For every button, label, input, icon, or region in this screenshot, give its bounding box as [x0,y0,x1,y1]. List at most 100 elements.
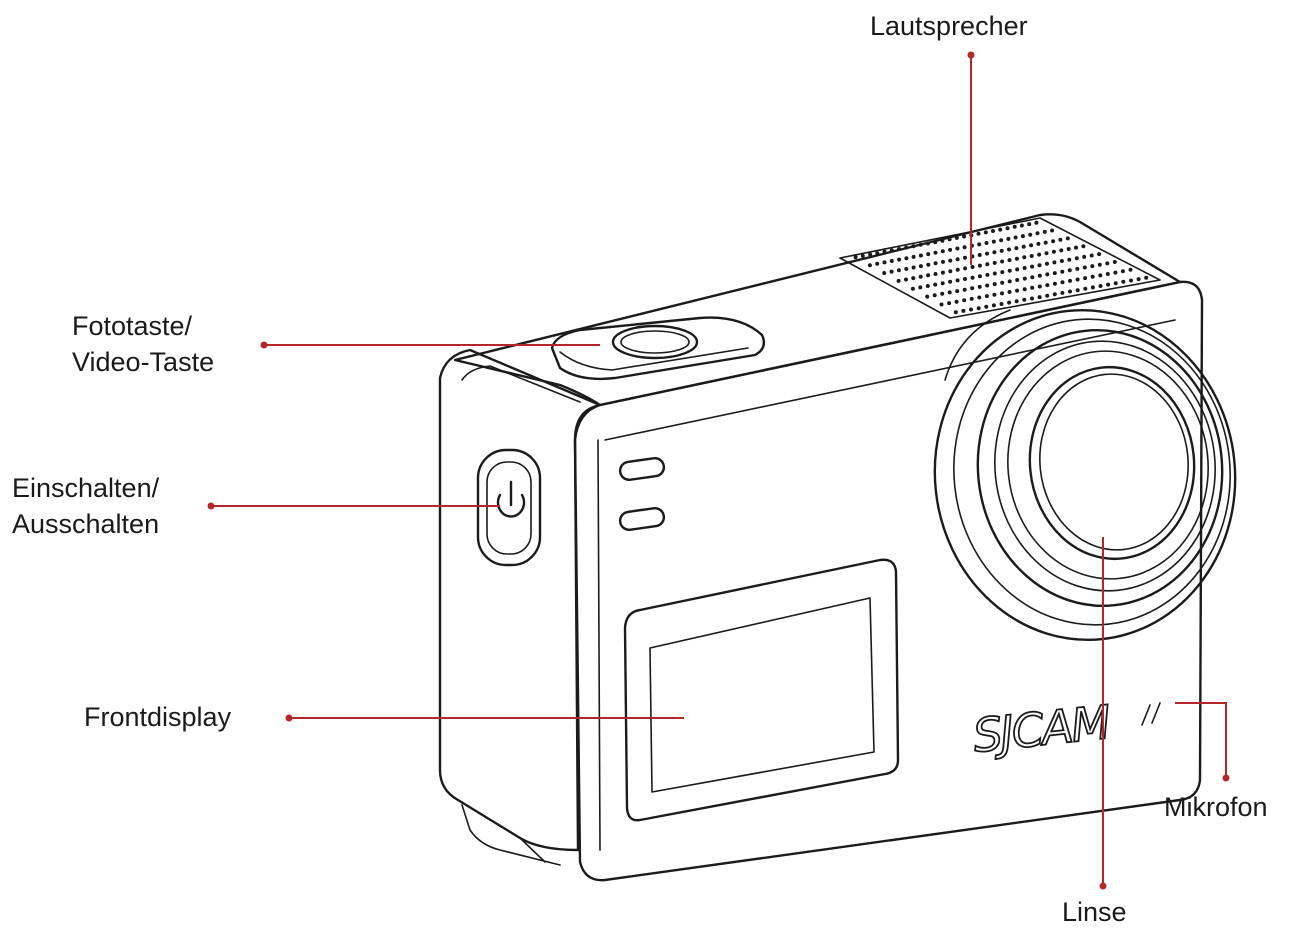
speaker-hole [940,281,945,286]
label-power-line1: Einschalten/ [12,473,160,503]
speaker-hole [933,240,938,245]
speaker-hole [954,235,959,240]
leader-shutter-dot [260,341,268,349]
speaker-hole [1074,256,1079,261]
speaker-hole [939,302,944,307]
speaker-hole [991,229,995,233]
speaker-hole [940,270,945,275]
speaker-hole [1090,285,1095,290]
speaker-hole [1027,222,1032,227]
speaker-hole [992,250,997,255]
speaker-hole [962,298,967,303]
speaker-hole [985,272,990,277]
speaker-hole [1014,246,1019,251]
speaker-hole [1000,270,1005,275]
speaker-hole [963,277,967,281]
speaker-hole [1068,278,1072,283]
speaker-hole [976,231,981,236]
svg-text:SJCAM: SJCAM [971,695,1113,763]
speaker-hole [911,254,916,259]
speaker-hole [1060,290,1065,295]
speaker-hole [1007,290,1012,294]
speaker-hole [1059,248,1064,253]
speaker-hole [976,306,981,311]
leader-microphone-dot [1222,774,1230,782]
speaker-hole [1075,288,1080,293]
speaker-hole [1007,279,1012,284]
speaker-hole [955,289,960,294]
speaker-hole [998,227,1003,232]
speaker-hole [1030,275,1035,280]
label-shutter-button: Fototaste/ Video-Taste [72,308,214,380]
speaker-hole [875,251,880,256]
speaker-hole [933,282,938,287]
speaker-hole [918,285,923,290]
speaker-hole [1037,284,1042,289]
speaker-hole [992,282,997,287]
speaker-hole [882,260,887,265]
speaker-hole [963,255,967,260]
speaker-hole [925,294,930,299]
speaker-hole [1083,276,1088,281]
front-display-drawing [623,558,900,822]
speaker-hole [1120,269,1125,274]
speaker-hole [875,261,880,266]
label-microphone-text: Mikrofon [1164,792,1268,822]
speaker-hole [999,248,1004,253]
brand-logo: SJCAM [970,694,1161,764]
speaker-hole [955,278,960,283]
speaker-hole [1075,266,1080,271]
speaker-hole [926,262,931,267]
speaker-hole [911,276,916,281]
speaker-hole [897,257,902,262]
speaker-hole [977,253,982,257]
speaker-hole [904,277,908,282]
speaker-hole [1052,271,1057,276]
speaker-hole [940,249,945,254]
speaker-hole [999,238,1004,243]
speaker-grille [839,217,1161,319]
speaker-hole [1029,254,1034,258]
speaker-hole [932,293,937,298]
speaker-hole [1044,251,1049,256]
speaker-hole [1060,269,1065,274]
speaker-hole [1128,267,1133,272]
speaker-hole [962,234,967,239]
speaker-hole [1022,297,1027,302]
speaker-hole [984,294,989,299]
speaker-hole [1112,260,1117,264]
speaker-hole [1020,234,1025,239]
speaker-hole [1045,293,1050,298]
speaker-hole [992,292,997,297]
speaker-hole [1052,292,1057,297]
speaker-hole [984,241,989,245]
speaker-hole [1022,276,1027,281]
speaker-hole [1030,264,1035,269]
speaker-hole [1007,247,1011,252]
speaker-hole [896,268,901,273]
speaker-hole [1007,268,1012,273]
speaker-hole [999,302,1004,306]
speaker-hole [1037,295,1042,300]
speaker-hole [983,230,988,235]
speaker-hole [940,238,945,243]
speaker-hole [1014,256,1019,261]
speaker-hole [882,271,887,275]
speaker-hole [868,252,873,257]
leader-speaker-dot [967,51,975,59]
power-button-drawing [476,448,542,567]
speaker-hole [1015,278,1020,282]
speaker-hole [977,242,982,247]
speaker-hole [1052,281,1057,286]
speaker-hole [1050,228,1055,233]
speaker-hole [984,304,989,309]
speaker-hole [853,255,858,260]
speaker-hole [1129,278,1133,283]
label-lens: Linse [1062,894,1127,930]
speaker-hole [1097,252,1102,257]
speaker-hole [1045,261,1049,266]
speaker-hole [1043,240,1048,245]
speaker-hole [991,303,996,308]
speaker-hole [1007,300,1012,305]
